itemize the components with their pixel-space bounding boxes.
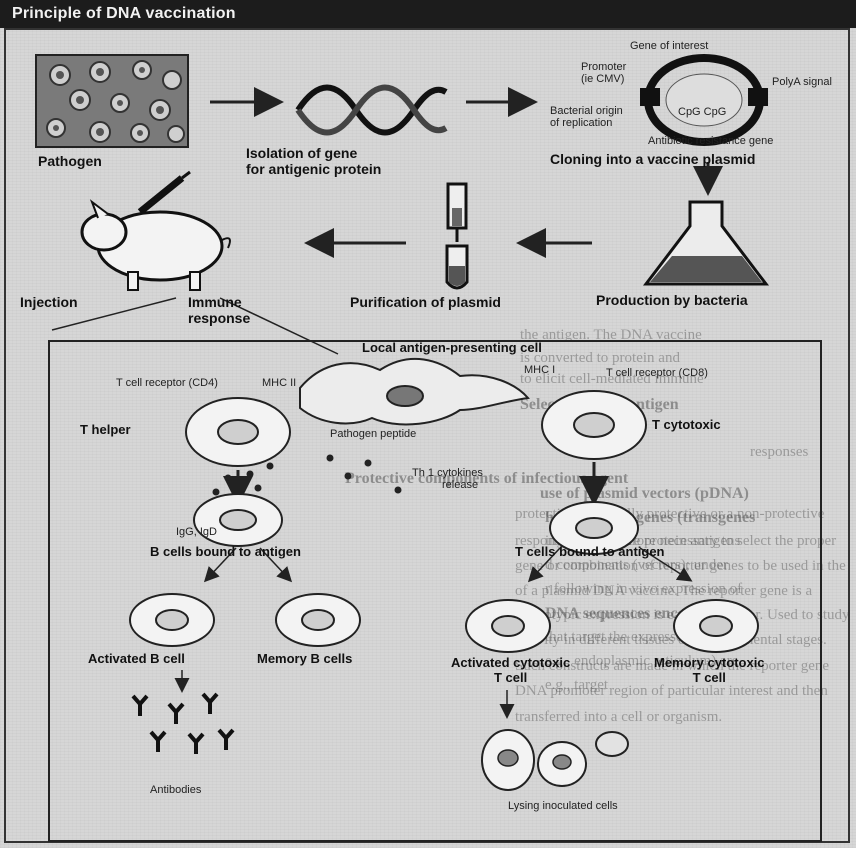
label-antibodies: Antibodies bbox=[150, 784, 201, 796]
label-purification: Purification of plasmid bbox=[350, 295, 501, 311]
label-pathogen-peptide: Pathogen peptide bbox=[330, 428, 416, 440]
label-mhc1: MHC I bbox=[524, 364, 555, 376]
label-tcr-cd8: T cell receptor (CD8) bbox=[606, 367, 708, 379]
label-t-helper: T helper bbox=[80, 423, 131, 438]
label-cpg: CpG CpG bbox=[678, 106, 726, 118]
test-tube-icon bbox=[447, 246, 467, 288]
dna-helix-icon bbox=[298, 88, 446, 133]
label-t-cytotoxic: T cytotoxic bbox=[652, 418, 721, 433]
label-promoter: Promoter (ie CMV) bbox=[581, 61, 626, 85]
label-pathogen: Pathogen bbox=[38, 154, 102, 170]
label-tcr-cd4: T cell receptor (CD4) bbox=[116, 377, 218, 389]
label-injection: Injection bbox=[20, 295, 78, 311]
label-immune-response: Immune response bbox=[188, 295, 250, 326]
syringe-icon bbox=[448, 184, 466, 242]
label-memory-cytotoxic: Memory cytotoxic T cell bbox=[654, 656, 765, 685]
label-antibiotic: Antibiotic resistance gene bbox=[648, 135, 773, 147]
label-cloning: Cloning into a vaccine plasmid bbox=[550, 152, 755, 168]
label-activated-b: Activated B cell bbox=[88, 652, 185, 667]
label-lysing-cells: Lysing inoculated cells bbox=[508, 800, 618, 812]
pathogen-image bbox=[36, 55, 188, 147]
flask-icon bbox=[646, 202, 766, 284]
label-origin: Bacterial origin of replication bbox=[550, 105, 623, 129]
label-mhc2: MHC II bbox=[262, 377, 296, 389]
label-t-bound: T cells bound to antigen bbox=[515, 545, 665, 560]
immune-detail-panel bbox=[48, 340, 822, 842]
label-gene-of-interest: Gene of interest bbox=[630, 40, 708, 52]
label-cytokines: Th 1 cytokines release bbox=[412, 467, 483, 491]
label-activated-cytotoxic: Activated cytotoxic T cell bbox=[451, 656, 570, 685]
label-memory-b: Memory B cells bbox=[257, 652, 352, 667]
label-igg: IgG, IgD bbox=[176, 526, 217, 538]
injection-syringe-icon bbox=[140, 172, 190, 212]
label-b-bound: B cells bound to antigen bbox=[150, 545, 301, 560]
label-polya: PolyA signal bbox=[772, 76, 832, 88]
label-local-apc: Local antigen-presenting cell bbox=[362, 341, 542, 356]
label-isolation: Isolation of gene for antigenic protein bbox=[246, 146, 381, 177]
label-production: Production by bacteria bbox=[596, 293, 748, 309]
plasmid-icon bbox=[640, 58, 768, 142]
pig-icon bbox=[82, 202, 230, 290]
